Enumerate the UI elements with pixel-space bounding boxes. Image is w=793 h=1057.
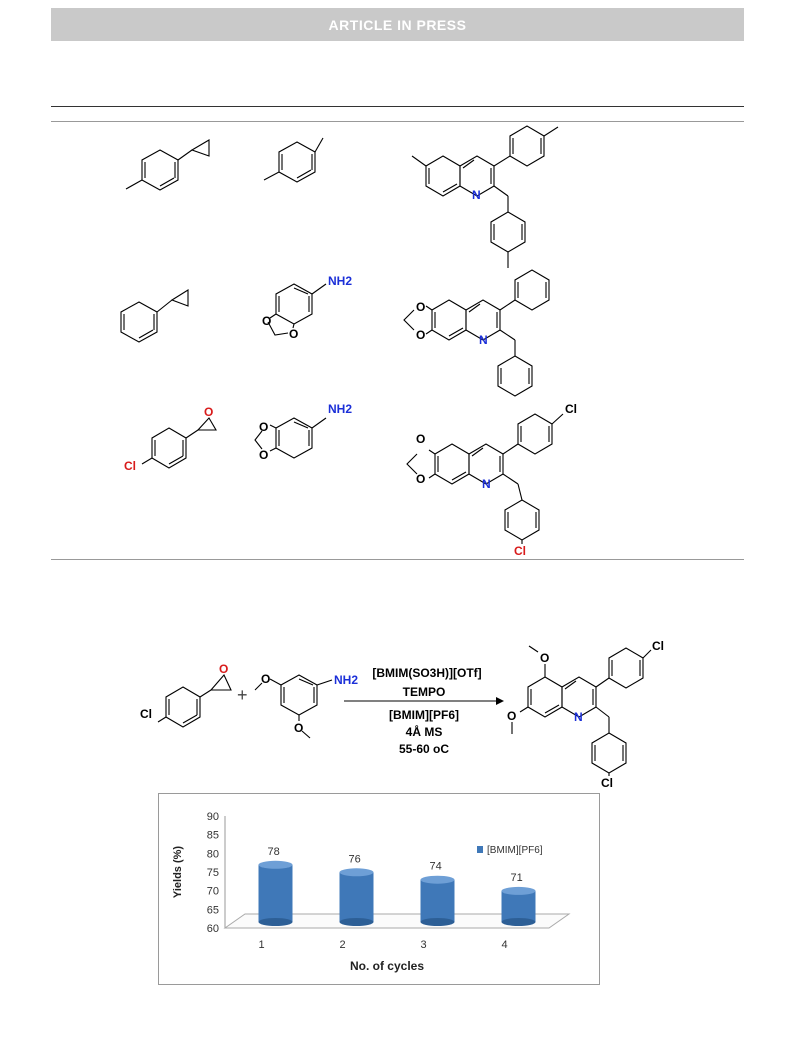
scheme-amine-oxygen-b: O: [294, 721, 303, 735]
scheme-amine-oxygen-a: O: [261, 672, 270, 686]
scheme-amine-nh2: NH2: [334, 673, 358, 687]
row3-reactant-2-oxygen-b: O: [259, 448, 268, 462]
scheme-plus-sign: +: [237, 685, 248, 705]
y-tick-label: 85: [207, 830, 219, 842]
bar-base: [420, 918, 455, 926]
x-axis-label: No. of cycles: [350, 959, 424, 973]
bar-body: [258, 864, 293, 922]
x-tick-label: 1: [258, 939, 264, 951]
y-tick-label: 80: [207, 848, 219, 860]
x-tick-label: 4: [501, 939, 507, 951]
row3-reactant-2-oxygen-a: O: [259, 420, 268, 434]
scheme-reagent-1: [BMIM(SO3H)][OTf]: [372, 666, 481, 680]
scheme-reagent-3: [BMIM][PF6]: [389, 708, 459, 722]
scheme-product-oxygen-a: O: [540, 651, 549, 665]
scheme-product-oxygen-b: O: [507, 709, 516, 723]
table-top-rule: [51, 106, 744, 107]
y-tick-label: 70: [207, 886, 219, 898]
bar-data-label: 76: [349, 853, 361, 865]
scheme-product-structure: [511, 645, 652, 776]
chart-canvas: 90 85 80 75 70 65 60 Yields (%) 78 1 76 2 74 3 71 4No. …: [172, 811, 571, 973]
row3-product-structure: [406, 413, 564, 544]
x-tick-label: 3: [420, 939, 426, 951]
row1-product-nitrogen: N: [472, 188, 481, 202]
bar-top: [501, 886, 536, 895]
bar-body: [420, 879, 455, 922]
scheme-reagent-5: 55-60 oC: [399, 742, 449, 756]
bar-body: [339, 872, 374, 922]
row3-product-oxygen-b: O: [416, 472, 425, 486]
y-tick-label: 90: [207, 811, 219, 823]
bar-top: [339, 868, 374, 877]
chart-floor: [223, 913, 571, 929]
bar-base: [501, 918, 536, 926]
scheme-product-nitrogen: N: [574, 710, 583, 724]
row2-reactant-2-amine: NH2: [328, 274, 352, 288]
x-tick-label: 2: [339, 939, 345, 951]
row1-reactant-1-structure: [125, 139, 210, 191]
scheme-epoxide-oxygen: O: [219, 662, 228, 676]
row3-product-oxygen-a: O: [416, 432, 425, 446]
bar-data-label: 78: [268, 846, 280, 858]
row2-reactant-2-oxygen-b: O: [289, 327, 298, 341]
scheme-reagent-2: TEMPO: [403, 685, 446, 699]
row3-reactant-2-structure: [254, 417, 327, 459]
bar-base: [258, 918, 293, 926]
bar-data-label: 74: [430, 861, 442, 873]
row2-product-nitrogen: N: [479, 333, 488, 347]
row1-reactant-2-structure: [263, 137, 324, 183]
bar-top: [258, 860, 293, 869]
row2-product-oxygen-a: O: [416, 300, 425, 314]
row2-product-oxygen-b: O: [416, 328, 425, 342]
scheme-arrow-head: [496, 697, 504, 705]
bar-data-label: 71: [511, 872, 523, 884]
row2-reactant-2-oxygen-a: O: [262, 314, 271, 328]
table-header-rule: [51, 121, 744, 122]
row2-reactant-2-structure: [267, 283, 327, 336]
article-in-press-banner: ARTICLE IN PRESS: [51, 8, 744, 41]
row2-reactant-1-structure: [120, 289, 189, 343]
y-tick-label: 75: [207, 867, 219, 879]
row3-reactant-1-structure: [141, 417, 217, 469]
y-tick-label: 65: [207, 904, 219, 916]
scheme-reagent-4: 4Å MS: [406, 724, 443, 739]
banner-text: ARTICLE IN PRESS: [328, 16, 467, 33]
row2-product-structure: [403, 269, 550, 397]
row3-product-chlorine-bottom: Cl: [514, 544, 526, 558]
bar-base: [339, 918, 374, 926]
table-bottom-rule: [51, 559, 744, 560]
scheme-amine-structure: [254, 674, 333, 739]
row3-product-chlorine-top: Cl: [565, 402, 577, 416]
y-tick-label: 60: [207, 923, 219, 935]
legend-swatch: [477, 846, 483, 853]
row3-reactant-1-oxygen: O: [204, 405, 213, 419]
row3-product-nitrogen: N: [482, 477, 491, 491]
y-axis-label: Yields (%): [172, 846, 184, 898]
scheme-product-chlorine-top: Cl: [652, 639, 664, 653]
scheme-epoxide-structure: [157, 673, 232, 728]
scheme-epoxide-chlorine: Cl: [140, 707, 152, 721]
bar-top: [420, 875, 455, 884]
legend-label: [BMIM][PF6]: [487, 845, 543, 856]
scheme-product-chlorine-bottom: Cl: [601, 776, 613, 790]
row1-product-structure: [411, 125, 559, 268]
bar-body: [501, 890, 536, 922]
row3-reactant-1-chlorine: Cl: [124, 459, 136, 473]
row3-reactant-2-amine: NH2: [328, 402, 352, 416]
